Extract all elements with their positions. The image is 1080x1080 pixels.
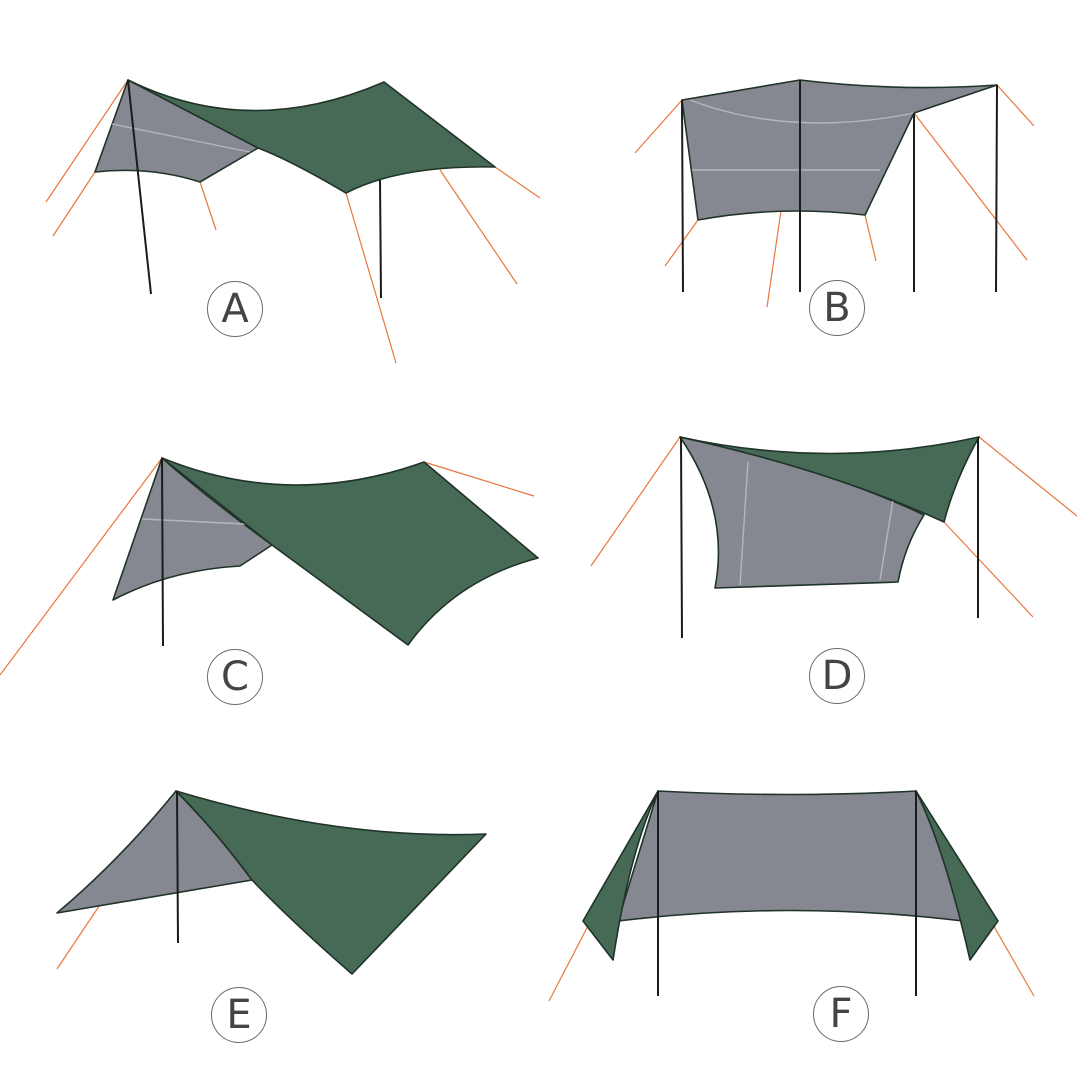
pole	[680, 436, 683, 639]
guy-line	[978, 436, 1078, 517]
guy-line	[423, 461, 535, 497]
setup-d-label: D	[809, 648, 865, 704]
tarp-top	[127, 79, 496, 194]
guy-line	[664, 219, 699, 267]
tarp-top	[175, 790, 487, 975]
guy-line	[439, 169, 518, 285]
seam-line	[111, 123, 251, 153]
tarp-underside	[617, 790, 964, 922]
guy-line	[52, 171, 96, 237]
setup-f-drawing	[548, 790, 1035, 1002]
tarp-top	[679, 436, 980, 523]
guy-line	[634, 99, 683, 154]
tarp-underside	[681, 79, 998, 221]
seam-line	[879, 499, 894, 581]
guy-line	[345, 192, 397, 364]
guy-line	[943, 521, 1034, 618]
guy-line	[0, 457, 163, 676]
pole	[379, 179, 382, 299]
setup-d-drawing	[590, 436, 1078, 639]
tarp-top	[161, 457, 539, 646]
tarp-underside	[112, 457, 273, 601]
guy-line	[199, 181, 217, 231]
guy-line	[590, 436, 681, 567]
setup-a-label: A	[207, 281, 263, 337]
setup-b-drawing	[634, 79, 1035, 308]
pole	[681, 99, 684, 293]
seam-line	[141, 518, 246, 525]
guy-line	[913, 112, 1028, 261]
setup-c-drawing	[0, 457, 539, 676]
setup-f-label: F	[813, 986, 869, 1042]
guy-line	[494, 166, 541, 199]
pole	[161, 457, 164, 647]
pole	[127, 79, 152, 295]
guy-line	[996, 84, 1035, 127]
setup-a-drawing	[45, 79, 541, 364]
setup-b-label: B	[809, 280, 865, 336]
setup-e-label: E	[211, 987, 267, 1043]
pole	[995, 84, 998, 293]
tarp-top	[582, 790, 659, 961]
pole	[176, 790, 179, 944]
guy-line	[864, 214, 877, 262]
tarp-top	[915, 790, 999, 961]
setup-e-drawing	[56, 790, 487, 975]
seam-line	[689, 99, 915, 124]
seam-line	[739, 461, 749, 586]
setup-c-label: C	[207, 649, 263, 705]
guy-line	[45, 79, 129, 203]
